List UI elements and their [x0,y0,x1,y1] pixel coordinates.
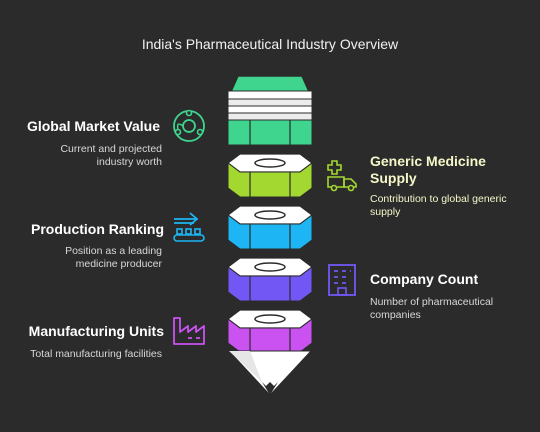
ambulance-medical-icon [327,160,357,192]
heading-global-market-value: Global Market Value [26,118,160,134]
segment-company-count [227,257,313,302]
pencil-tip [227,350,313,396]
heading-production-ranking: Production Ranking [31,221,164,237]
desc-global-market-value: Current and projected industry worth [60,143,162,168]
segment-manufacturing-units [227,309,313,353]
globe-network-icon [173,109,205,142]
desc-company-count: Number of pharmaceutical companies [370,296,494,321]
heading-company-count: Company Count [370,271,479,287]
office-building-icon [328,264,356,296]
heading-manufacturing-units: Manufacturing Units [28,323,164,339]
segment-global-market-value [227,75,313,146]
factory-icon [173,317,205,345]
heading-generic-medicine-supply: Generic Medicine Supply [370,153,486,186]
desc-manufacturing-units: Total manufacturing facilities [30,348,162,360]
desc-production-ranking: Position as a leading medicine producer [65,245,162,270]
segment-production-ranking [227,205,313,250]
segment-generic-medicine-supply [227,153,313,198]
diagram-title: India's Pharmaceutical Industry Overview [141,36,399,52]
desc-generic-medicine-supply: Contribution to global generic supply [370,193,507,218]
conveyor-belt-icon [173,212,205,242]
